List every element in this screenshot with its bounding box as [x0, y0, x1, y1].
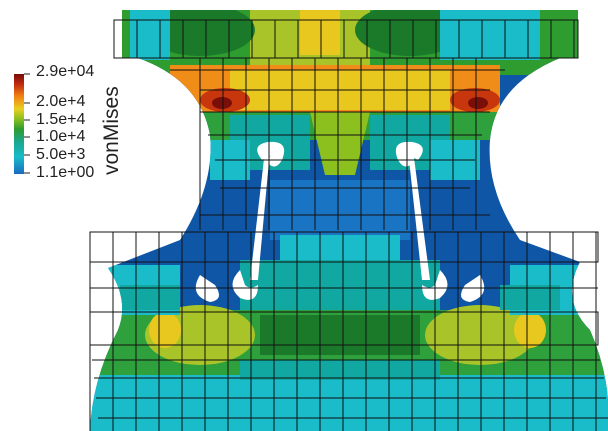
colorbar-label-4: 1.0e+4: [36, 128, 86, 145]
colorbar-label-5: 5.0e+3: [36, 146, 86, 163]
colorbar-label-3: 1.5e+4: [36, 111, 86, 128]
colorbar-title: vonMises: [100, 86, 123, 175]
colorbar-label-min: 1.1e+00: [36, 164, 95, 181]
colorbar-label-max: 2.9e+04: [36, 63, 95, 80]
colorbar-label-2: 2.0e+4: [36, 93, 86, 110]
colorbar-ticks: [24, 73, 30, 174]
colorbar-gradient: [14, 74, 24, 174]
mesh-grid: [89, 19, 608, 431]
